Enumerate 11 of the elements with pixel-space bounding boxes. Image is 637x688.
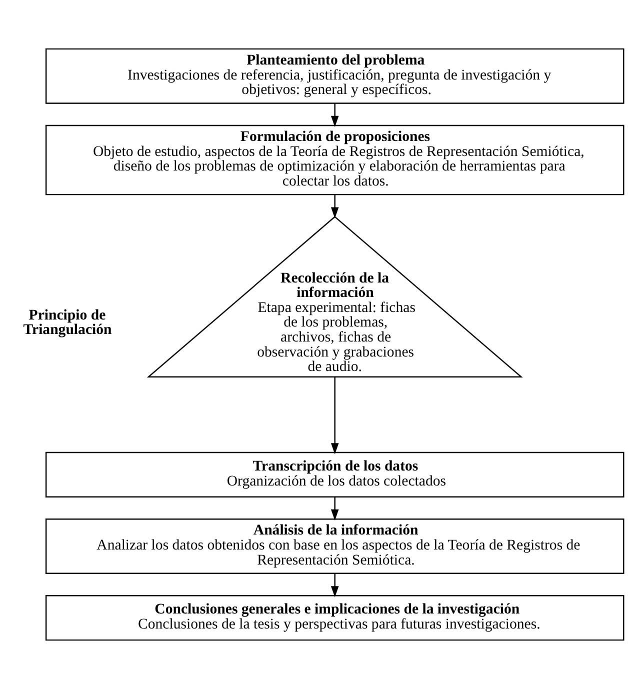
node-box: Transcripción de los datos Organización de los datos colectados (45, 451, 624, 498)
arrow (330, 496, 339, 520)
arrow (330, 103, 339, 127)
arrow (330, 573, 339, 597)
node-box: Análisis de la información Analizar los datos obtenidos con base en los aspectos de la Teoría de Registros de Representación Semiótica. (45, 518, 624, 574)
arrow (330, 376, 339, 454)
node-box: Planteamiento del problema Investigaciones de referencia, justificación, pregunta de investigación y objetivos: general y específicos. (45, 48, 624, 104)
arrow (330, 194, 339, 218)
node-box: Formulación de proposiciones Objeto de estudio, aspectos de la Teoría de Registros de Representación Semiótica, diseño de los problemas de optimización y elaboración de herramientas para colectar los datos. (45, 124, 624, 195)
node-box: Conclusiones generales e implicaciones de la investigación Conclusiones de la tesis y perspectivas para futuras investigaciones. (45, 594, 624, 640)
node-label: Principio de Triangulación (23, 306, 112, 338)
